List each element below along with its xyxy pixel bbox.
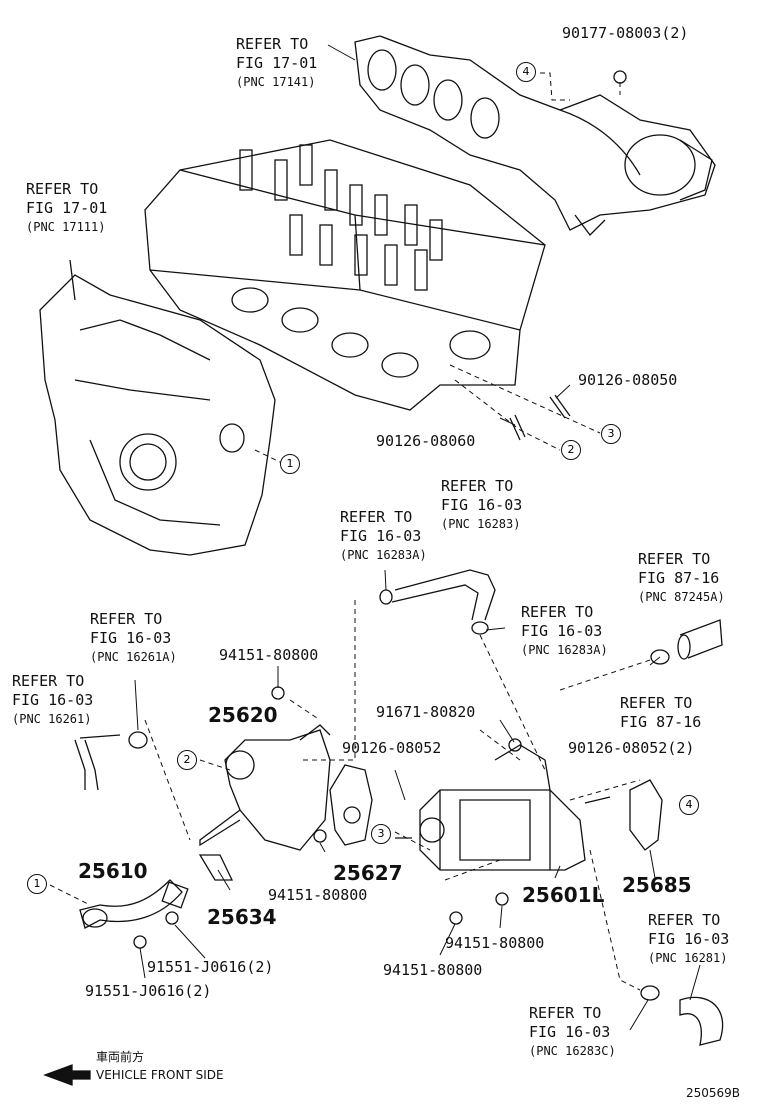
refer-fig-87-16-87245a: REFER TO FIG 87-16 (PNC 87245A)	[638, 550, 725, 607]
pnc-line: (PNC 16261)	[12, 712, 92, 726]
fig-line: FIG 87-16	[620, 713, 702, 731]
part-91551-j0616-b: 91551-J0616(2)	[85, 982, 212, 1000]
front-label-en: VEHICLE FRONT SIDE	[96, 1068, 224, 1082]
part-90126-08060: 90126-08060	[376, 432, 476, 450]
refer-line: REFER TO	[236, 35, 309, 53]
part-90177-08003: 90177-08003(2)	[562, 24, 689, 42]
refer-fig-16-03-16261: REFER TO FIG 16-03 (PNC 16261)	[12, 672, 93, 729]
part-94151-80800-b: 94151-80800	[268, 886, 368, 904]
callout-4-bottom: 4	[679, 795, 699, 815]
part-94151-80800-c: 94151-80800	[445, 934, 545, 952]
stud-bolts-drawing	[509, 394, 571, 441]
callout-1-top: 1	[280, 454, 300, 474]
refer-line: REFER TO	[12, 672, 85, 690]
refer-fig-17-01-exhaust: REFER TO FIG 17-01 (PNC 17141)	[236, 35, 317, 92]
part-90126-08050: 90126-08050	[578, 371, 678, 389]
refer-fig-17-01-intake: REFER TO FIG 17-01 (PNC 17111)	[26, 180, 107, 237]
refer-line: REFER TO	[620, 694, 693, 712]
part-25620: 25620	[208, 703, 278, 727]
fig-line: FIG 16-03	[90, 629, 172, 647]
fig-line: FIG 17-01	[26, 199, 108, 217]
refer-line: REFER TO	[90, 610, 163, 628]
egr-valve-drawing	[199, 724, 331, 851]
refer-fig-16-03-16281: REFER TO FIG 16-03 (PNC 16281)	[648, 911, 729, 968]
refer-fig-87-16: REFER TO FIG 87-16	[620, 694, 701, 732]
callout-3-bottom: 3	[371, 824, 391, 844]
callout-4-top: 4	[516, 62, 536, 82]
part-25627: 25627	[333, 861, 403, 885]
front-arrow-icon	[43, 1064, 91, 1086]
fig-line: FIG 16-03	[521, 622, 603, 640]
refer-line: REFER TO	[521, 603, 594, 621]
pnc-line: (PNC 17111)	[26, 220, 106, 234]
refer-line: REFER TO	[26, 180, 99, 198]
front-label-jp: 車両前方	[96, 1050, 145, 1064]
intake-manifold-drawing	[39, 259, 276, 556]
refer-line: REFER TO	[638, 550, 711, 568]
cylinder-head-drawing	[144, 139, 546, 411]
part-94151-80800-a: 94151-80800	[219, 646, 319, 664]
callout-3-top: 3	[601, 424, 621, 444]
fig-line: FIG 87-16	[638, 569, 720, 587]
refer-line: REFER TO	[340, 508, 413, 526]
part-25685: 25685	[622, 873, 692, 897]
refer-line: REFER TO	[529, 1004, 602, 1022]
part-25634: 25634	[207, 905, 277, 929]
pnc-line: (PNC 16283A)	[521, 643, 608, 657]
diagram-code: 250569B	[686, 1086, 741, 1100]
refer-fig-16-03-16283a-right: REFER TO FIG 16-03 (PNC 16283A)	[521, 603, 608, 660]
part-90126-08052-x2: 90126-08052(2)	[568, 739, 695, 757]
refer-line: REFER TO	[441, 477, 514, 495]
part-91671-80820: 91671-80820	[376, 703, 476, 721]
fig-line: FIG 16-03	[12, 691, 94, 709]
gasket-drawing	[329, 764, 373, 846]
egr-cooler-drawing	[419, 744, 586, 871]
pnc-line: (PNC 17141)	[236, 75, 316, 89]
bracket-drawing	[198, 854, 234, 881]
callout-1-bottom: 1	[27, 874, 47, 894]
part-91551-j0616-a: 91551-J0616(2)	[147, 958, 274, 976]
callout-2-bottom: 2	[177, 750, 197, 770]
pnc-line: (PNC 16281)	[648, 951, 728, 965]
egr-hoses-drawing	[74, 569, 724, 1046]
pnc-line: (PNC 16283)	[441, 517, 521, 531]
exhaust-manifold-drawing	[354, 35, 716, 236]
callout-2-top: 2	[561, 440, 581, 460]
pnc-line: (PNC 16283C)	[529, 1044, 616, 1058]
refer-line: REFER TO	[648, 911, 721, 929]
fig-line: FIG 16-03	[441, 496, 523, 514]
part-25601L: 25601L	[522, 883, 605, 907]
fig-line: FIG 16-03	[648, 930, 730, 948]
part-25610: 25610	[78, 859, 148, 883]
fig-line: FIG 16-03	[340, 527, 422, 545]
refer-fig-16-03-16261a: REFER TO FIG 16-03 (PNC 16261A)	[90, 610, 177, 667]
part-90126-08052: 90126-08052	[342, 739, 442, 757]
fig-line: FIG 17-01	[236, 54, 318, 72]
refer-fig-16-03-16283: REFER TO FIG 16-03 (PNC 16283)	[441, 477, 522, 534]
pnc-line: (PNC 87245A)	[638, 590, 725, 604]
part-94151-80800-d: 94151-80800	[383, 961, 483, 979]
fig-line: FIG 16-03	[529, 1023, 611, 1041]
pnc-line: (PNC 16261A)	[90, 650, 177, 664]
gasket-25685-drawing	[629, 779, 663, 851]
pnc-line: (PNC 16283A)	[340, 548, 427, 562]
refer-fig-16-03-16283c: REFER TO FIG 16-03 (PNC 16283C)	[529, 1004, 616, 1061]
egr-pipe-drawing	[79, 879, 189, 929]
refer-fig-16-03-16283a-top: REFER TO FIG 16-03 (PNC 16283A)	[340, 508, 427, 565]
